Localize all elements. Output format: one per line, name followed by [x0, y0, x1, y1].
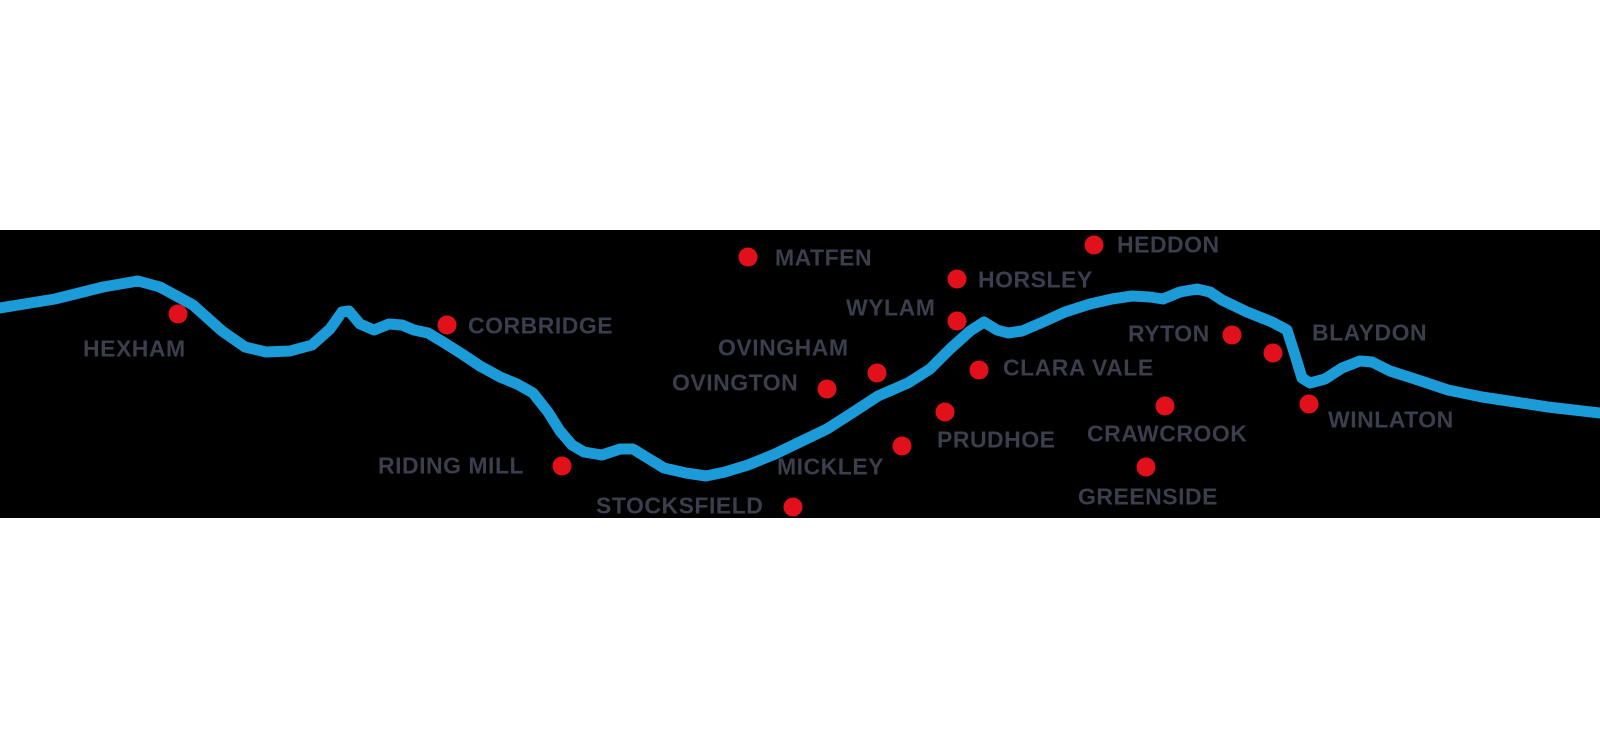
town-label: GREENSIDE	[1078, 483, 1218, 510]
town-dot	[783, 497, 803, 517]
town-dot	[552, 456, 572, 476]
town-label: HEDDON	[1117, 231, 1220, 258]
town-label: RIDING MILL	[378, 452, 525, 479]
town-label: OVINGHAM	[718, 334, 849, 361]
town-dot	[935, 402, 955, 422]
town-dot	[168, 304, 188, 324]
town-label: CRAWCROOK	[1087, 420, 1248, 447]
town-dot	[1299, 394, 1319, 414]
town-label: WINLATON	[1328, 406, 1454, 433]
town-dot	[969, 360, 989, 380]
town-dot	[1263, 343, 1283, 363]
town-dot	[947, 311, 967, 331]
town-dot	[1084, 235, 1104, 255]
town-label: PRUDHOE	[937, 426, 1056, 453]
town-dot	[1222, 325, 1242, 345]
town-label: HORSLEY	[978, 266, 1093, 293]
town-dot	[1155, 396, 1175, 416]
town-dot	[437, 315, 457, 335]
town-dot	[817, 379, 837, 399]
town-label: MICKLEY	[777, 453, 884, 480]
town-dot	[892, 436, 912, 456]
town-dot	[867, 363, 887, 383]
town-label: STOCKSFIELD	[596, 492, 764, 519]
town-label: MATFEN	[775, 244, 873, 271]
town-dot	[1136, 457, 1156, 477]
town-label: CORBRIDGE	[468, 312, 614, 339]
town-label: BLAYDON	[1312, 319, 1428, 346]
town-label: HEXHAM	[83, 335, 186, 362]
town-label: CLARA VALE	[1003, 354, 1154, 381]
town-label: WYLAM	[846, 294, 936, 321]
town-label: OVINGTON	[672, 369, 799, 396]
town-dot	[947, 269, 967, 289]
town-dot	[738, 247, 758, 267]
town-label: RYTON	[1128, 320, 1210, 347]
